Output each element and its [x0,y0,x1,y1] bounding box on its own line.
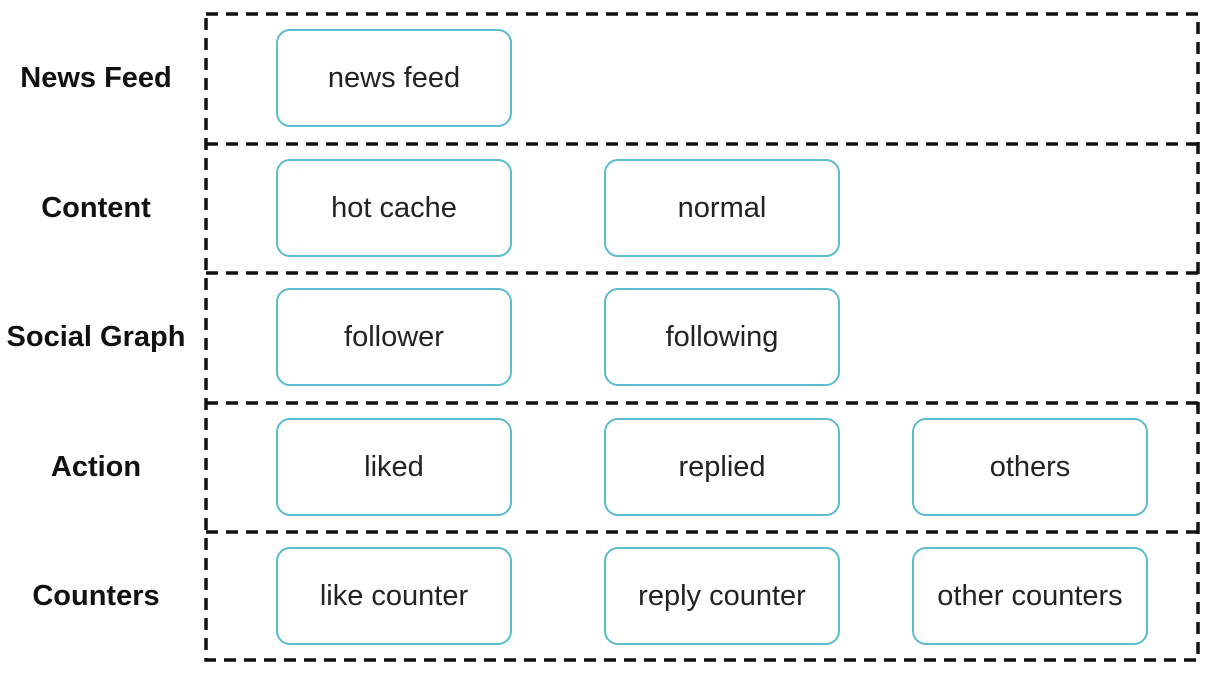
cache-box-following: following [604,288,840,386]
tier-row-news-feed: News Feed news feed [0,14,1232,143]
cache-box-follower: follower [276,288,512,386]
tier-label-counters: Counters [32,580,160,612]
tier-row-content: Content hot cache normal [0,144,1232,273]
cache-box-reply-counter: reply counter [604,547,840,645]
cache-box-other-counters: other counters [912,547,1148,645]
cache-box-replied: replied [604,418,840,516]
cache-box-news-feed: news feed [276,29,512,127]
cache-box-others: others [912,418,1148,516]
tier-label-action: Action [50,451,142,483]
tier-label-content: Content [41,192,151,224]
cache-box-hot-cache: hot cache [276,159,512,257]
cache-box-liked: liked [276,418,512,516]
tier-label-social-graph: Social Graph [6,321,186,353]
tier-label-news-feed: News Feed [20,62,172,94]
tier-row-social-graph: Social Graph follower following [0,273,1232,402]
tier-row-action: Action liked replied others [0,403,1232,532]
cache-box-like-counter: like counter [276,547,512,645]
cache-box-normal: normal [604,159,840,257]
tier-row-counters: Counters like counter reply counter othe… [0,532,1232,661]
